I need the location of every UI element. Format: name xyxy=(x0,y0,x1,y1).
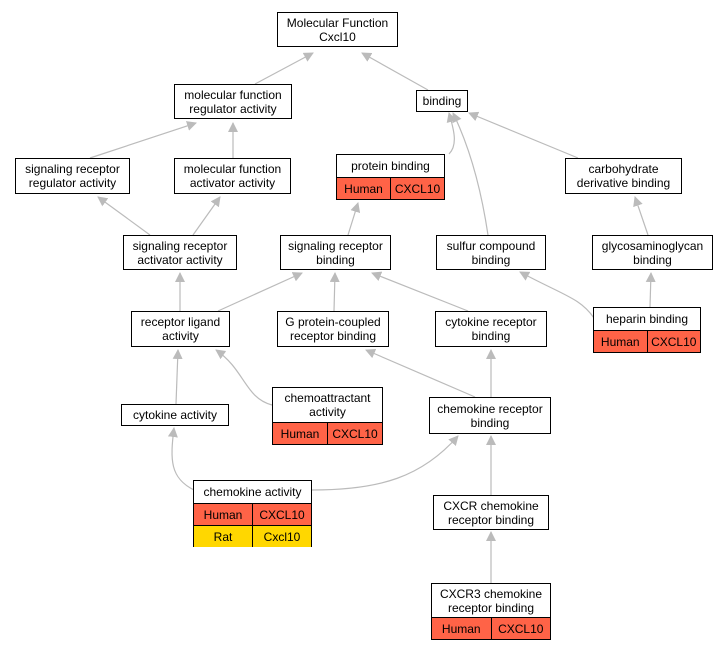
node-chemokine-activity[interactable]: chemokine activity Human CXCL10 Rat Cxcl… xyxy=(193,480,312,547)
node-title: chemokine activity xyxy=(203,485,302,499)
edge-chemokine-to-cytokine xyxy=(167,427,195,491)
species-cell: Human xyxy=(600,334,640,349)
node-signaling-receptor-regulator-activity[interactable]: signaling receptor regulator activity xyxy=(15,158,130,194)
edge-sigreg-to-mfreg xyxy=(89,121,197,159)
annotation-row-human: Human CXCL10 xyxy=(432,617,550,639)
annotation-row-human: Human CXCL10 xyxy=(273,422,382,444)
edge-sigact-to-sigreg xyxy=(97,196,151,236)
node-carbohydrate-derivative-binding[interactable]: carbohydrate derivative binding xyxy=(565,158,682,194)
edge-heparin-to-sulfur xyxy=(519,271,595,319)
node-protein-binding[interactable]: protein binding Human CXCL10 xyxy=(336,154,445,200)
node-molecular-function-activator-activity[interactable]: molecular function activator activity xyxy=(174,158,291,194)
edge-sulfur-to-binding xyxy=(452,112,489,236)
annotation-row-rat: Rat Cxcl10 xyxy=(194,525,311,547)
species-cell: Human xyxy=(280,426,320,441)
edge-chemorec-to-gpcr xyxy=(365,348,476,398)
species-cell: Human xyxy=(344,181,383,196)
node-chemokine-receptor-binding[interactable]: chemokine receptor binding xyxy=(429,397,551,434)
species-cell: Human xyxy=(441,621,481,636)
edge-sigbind-to-protein xyxy=(347,202,361,236)
species-cell: Human xyxy=(203,507,243,522)
gene-cell: CXCL10 xyxy=(327,423,382,444)
edge-protein-to-binding xyxy=(446,112,457,155)
node-title: heparin binding xyxy=(605,312,689,326)
annotation-row-human: Human CXCL10 xyxy=(337,177,444,199)
node-receptor-ligand-activity[interactable]: receptor ligand activity xyxy=(131,311,230,347)
node-cxcr-chemokine-receptor-binding[interactable]: CXCR chemokine receptor binding xyxy=(433,495,549,530)
edge-cytokine-to-ligand xyxy=(172,349,183,405)
gene-cell: CXCL10 xyxy=(390,178,444,199)
edge-chemokine-to-chemorec xyxy=(311,435,459,491)
edge-gag-to-carb xyxy=(633,196,649,236)
node-title: chemoattractant activity xyxy=(284,391,371,419)
node-g-protein-coupled-receptor-binding[interactable]: G protein-coupled receptor binding xyxy=(277,311,389,347)
node-title: protein binding xyxy=(351,159,430,173)
node-signaling-receptor-binding[interactable]: signaling receptor binding xyxy=(280,235,391,270)
gene-cell: Cxcl10 xyxy=(252,526,311,547)
node-molecular-function-root[interactable]: Molecular Function Cxcl10 xyxy=(277,12,398,47)
node-glycosaminoglycan-binding[interactable]: glycosaminoglycan binding xyxy=(592,235,713,270)
gene-cell: CXCL10 xyxy=(646,331,701,352)
node-cxcr3-chemokine-receptor-binding[interactable]: CXCR3 chemokine receptor binding Human C… xyxy=(431,583,551,640)
gene-cell: CXCL10 xyxy=(490,618,551,639)
edge-heparin-to-gag xyxy=(645,272,656,308)
node-molecular-function-regulator-activity[interactable]: molecular function regulator activity xyxy=(174,84,292,119)
node-cytokine-activity[interactable]: cytokine activity xyxy=(121,404,229,426)
annotation-row-human: Human CXCL10 xyxy=(194,503,311,525)
gene-cell: CXCL10 xyxy=(252,504,311,525)
edge-binding-to-root xyxy=(361,52,429,91)
node-title: CXCR3 chemokine receptor binding xyxy=(439,586,543,615)
node-sulfur-compound-binding[interactable]: sulfur compound binding xyxy=(436,235,546,270)
node-cytokine-receptor-binding[interactable]: cytokine receptor binding xyxy=(435,311,547,347)
edge-gpcr-to-sigbind xyxy=(329,272,340,312)
edge-cytrec-to-sigbind xyxy=(371,271,469,312)
edge-chemoattr-to-ligand xyxy=(215,349,273,406)
species-cell: Rat xyxy=(213,529,233,544)
node-signaling-receptor-activator-activity[interactable]: signaling receptor activator activity xyxy=(123,235,237,270)
node-binding[interactable]: binding xyxy=(416,90,468,112)
edge-ligand-to-sigbind xyxy=(217,272,303,312)
edge-sigact-to-mfact xyxy=(192,196,221,236)
annotation-row-human: Human CXCL10 xyxy=(594,330,700,352)
node-chemoattractant-activity[interactable]: chemoattractant activity Human CXCL10 xyxy=(272,387,383,445)
edge-mfreg-to-root xyxy=(254,52,314,85)
edge-carb-to-binding xyxy=(468,111,579,159)
node-heparin-binding[interactable]: heparin binding Human CXCL10 xyxy=(593,307,701,353)
